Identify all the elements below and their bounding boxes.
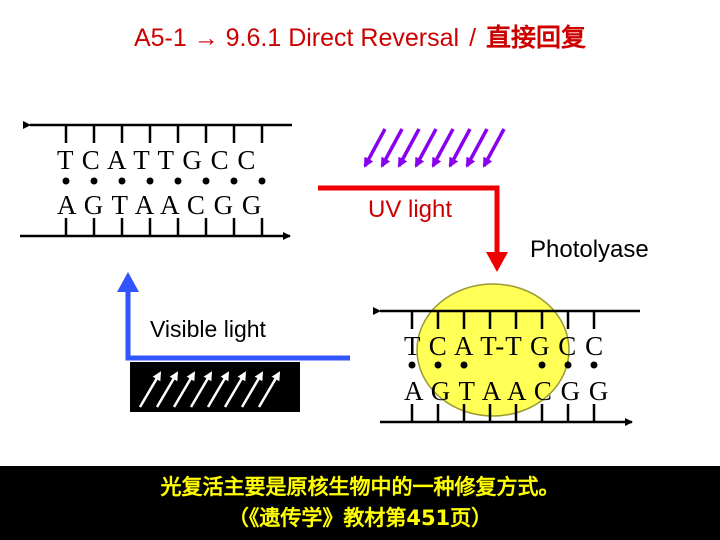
dna-top-sequence: T C A T T G C C: [57, 145, 257, 175]
dna-dimer-bottom-sequence: A G T A A C G G: [404, 376, 610, 406]
visible-light-label: Visible light: [150, 316, 266, 342]
red-process-arrow: [318, 185, 508, 272]
dna-repair: [373, 307, 640, 426]
uv-light-rays: [363, 128, 506, 168]
base-pair-dots-2: [408, 361, 598, 369]
bottom-backbone-2: [380, 404, 633, 426]
photolyase-label: Photolyase: [530, 236, 649, 263]
footer-note: 光复活主要是原核生物中的一种修复方式。 （《遗传学》教材第451页）: [0, 466, 720, 540]
top-backbone-2: [373, 307, 640, 329]
blue-process-arrow: [117, 272, 350, 361]
uv-light-label: UV light: [368, 196, 453, 223]
bottom-backbone: [20, 218, 291, 240]
dna-dimer-top-sequence: T C A T-T G C C: [404, 331, 605, 361]
title-separator: /: [469, 24, 477, 52]
dna-before: [20, 121, 292, 240]
photolyase-enzyme: [416, 283, 570, 417]
top-backbone: [23, 121, 292, 143]
dna-bottom-sequence: A G T A A C G G: [57, 190, 263, 220]
title-main: A5-1 → 9.6.1 Direct Reversal: [133, 24, 460, 52]
base-pair-dots: [62, 177, 266, 185]
footer-line-2: （《遗传学》教材第451页）: [227, 506, 493, 530]
visible-light-rays: [130, 362, 300, 412]
footer-line-1: 光复活主要是原核生物中的一种修复方式。: [160, 475, 560, 499]
title-chinese: 直接回复: [486, 23, 587, 52]
photoreactivation-diagram: [20, 121, 640, 426]
slide-title: A5-1 → 9.6.1 Direct Reversal / 直接回复: [0, 18, 720, 54]
